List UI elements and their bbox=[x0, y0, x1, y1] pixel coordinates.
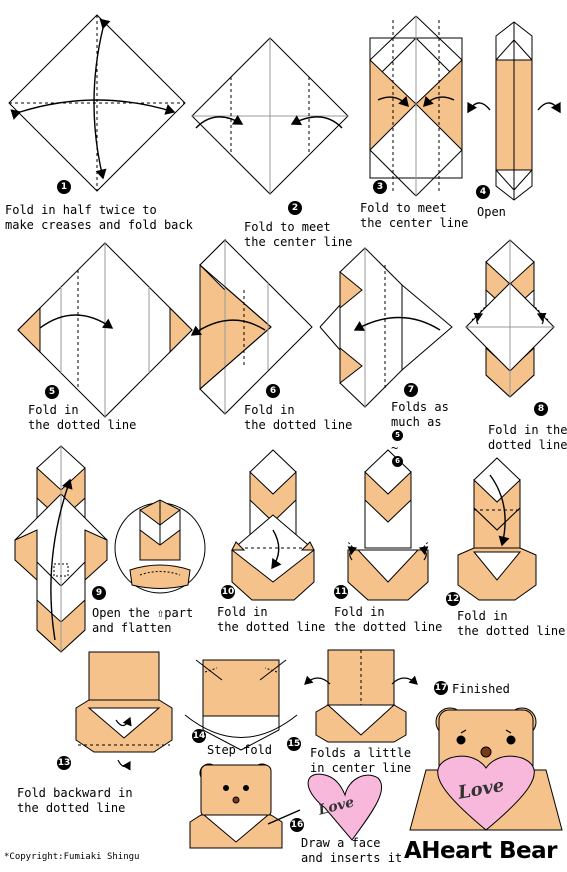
step1-diagram bbox=[8, 14, 186, 192]
step17-bear bbox=[409, 707, 563, 831]
step-number-12: 12 bbox=[446, 592, 460, 606]
step5-diagram bbox=[17, 242, 193, 418]
step3-diagram bbox=[369, 15, 463, 197]
step2-diagram bbox=[191, 37, 349, 195]
step16-bear bbox=[189, 763, 301, 849]
step-number-4: 4 bbox=[476, 185, 490, 199]
step9-diagram bbox=[14, 445, 206, 653]
step-number-17: 17 bbox=[434, 681, 448, 695]
step14-caption: Step fold bbox=[207, 743, 273, 757]
step-number-6: 6 bbox=[266, 384, 280, 398]
step-number-2: 2 bbox=[288, 201, 302, 215]
step4-caption: Open bbox=[477, 205, 506, 219]
step12-diagram bbox=[457, 457, 537, 601]
step-number-15: 15 bbox=[287, 737, 301, 751]
step7-ref-6: 6 bbox=[392, 456, 403, 467]
step-number-11: 11 bbox=[334, 585, 348, 599]
step6-diagram bbox=[190, 238, 313, 415]
step4-diagram bbox=[467, 21, 561, 201]
step13-diagram bbox=[75, 651, 173, 771]
step-number-1: 1 bbox=[57, 180, 71, 194]
step15-diagram bbox=[304, 649, 418, 743]
step-number-5: 5 bbox=[45, 385, 59, 399]
step14-diagram bbox=[184, 659, 298, 751]
step-number-10: 10 bbox=[221, 585, 235, 599]
step-number-9: 9 bbox=[92, 586, 106, 600]
step10-diagram bbox=[231, 449, 315, 601]
up-arrow-icon: ⇧ bbox=[157, 606, 165, 620]
step-number-7: 7 bbox=[404, 383, 418, 397]
step17-caption: Finished bbox=[452, 682, 510, 696]
step-number-3: 3 bbox=[373, 180, 387, 194]
copyright-notice: *Copyright:Fumiaki Shingu bbox=[4, 852, 140, 862]
step-number-14: 14 bbox=[192, 729, 206, 743]
step11-diagram bbox=[347, 449, 429, 601]
step16-heart bbox=[307, 773, 383, 841]
step8-diagram bbox=[465, 239, 555, 398]
step7-diagram bbox=[319, 247, 453, 408]
page-title: AHeart Bear bbox=[404, 838, 558, 864]
step9-caption: Open the ⇧part and flatten bbox=[92, 606, 194, 635]
step7-ref-5: 5 bbox=[392, 430, 403, 441]
step-number-16: 16 bbox=[290, 818, 304, 832]
step-number-8: 8 bbox=[534, 402, 548, 416]
step-number-13: 13 bbox=[57, 756, 71, 770]
